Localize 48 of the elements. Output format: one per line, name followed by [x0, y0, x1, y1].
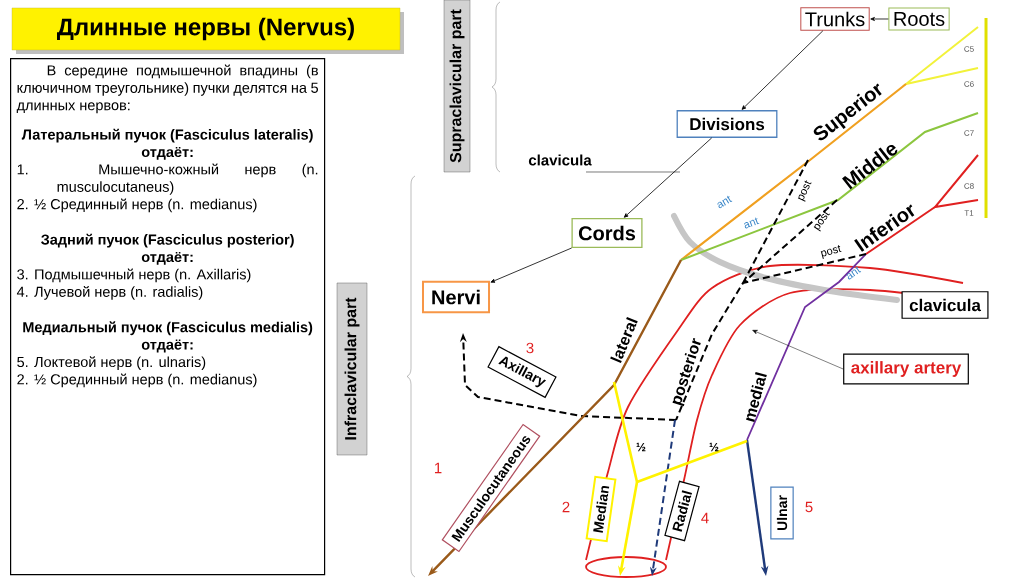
label-box: Nervi [422, 280, 490, 314]
division-label: ant [846, 266, 862, 280]
label-box: Trunks [800, 7, 870, 31]
arrow [870, 17, 889, 21]
division-label: ant [717, 195, 733, 209]
division-label: post [797, 180, 812, 202]
fraction-label: ½ [709, 442, 719, 452]
callout-number: 5 [805, 501, 813, 513]
list-item: 3. Подмышечный нерв (n. Axillaris) [17, 268, 251, 283]
heading: Латеральный пучок (Fasciculus lateralis) отдаёт: [21, 128, 313, 160]
list-item: 4. Лучевой нерв (n. radialis) [16, 286, 203, 300]
nerve-box: Median [585, 475, 617, 543]
clavicle-label: clavicula [528, 154, 592, 166]
text-panel [10, 58, 326, 576]
title-banner: Длинные нервы (Nervus) [11, 7, 404, 54]
nerve-box: Radial [664, 480, 700, 542]
section-tab: Infraclavicular part [336, 282, 368, 456]
list-item: 5. Локтевой нерв (n. ulnaris) [17, 356, 206, 370]
root-label: C7 [964, 130, 974, 136]
fraction-label: ½ [636, 442, 646, 452]
cord-label: medial [746, 372, 767, 422]
arrow [741, 30, 824, 110]
label-box: Roots [888, 7, 950, 31]
list-item: 1. Мышечно-кожный нерв (n. musculocutaneus) [17, 163, 318, 195]
root-label: C5 [964, 46, 974, 52]
callout-number: 2 [562, 501, 570, 513]
paragraph: В середине подмышечной впадины (в ключичном треугольнике) пучки делятся на 5 длинных нервов: [16, 64, 318, 114]
arrow [623, 137, 713, 218]
division-label: post [820, 245, 842, 260]
label-box: clavicula [901, 291, 989, 319]
leader-line [752, 330, 844, 370]
callout-number: 4 [701, 512, 709, 524]
callout-number: 3 [526, 342, 534, 354]
list-item: 2. ½ Срединный нерв (n. medianus) [17, 373, 257, 388]
label-box: Cords [571, 218, 643, 248]
division-label: ant [744, 217, 760, 229]
callout-number: 1 [435, 462, 442, 474]
heading: Задний пучок (Fasciculus posterior) отдаёт: [41, 233, 294, 265]
label-box: axillary artery [843, 353, 969, 385]
root-label: C8 [964, 183, 974, 189]
heading: Медиальный пучок (Fasciculus medialis) отдаёт: [23, 321, 313, 353]
root-label: T1 [964, 210, 974, 216]
section-tab: Supraclavicular part [443, 0, 471, 173]
list-item: 2. ½ Срединный нерв (n. medianus) [17, 198, 257, 213]
arrow [490, 247, 573, 283]
nerve-box: Ulnar [770, 486, 794, 540]
root-label: C6 [964, 81, 974, 87]
label-box: Divisions [676, 110, 778, 138]
